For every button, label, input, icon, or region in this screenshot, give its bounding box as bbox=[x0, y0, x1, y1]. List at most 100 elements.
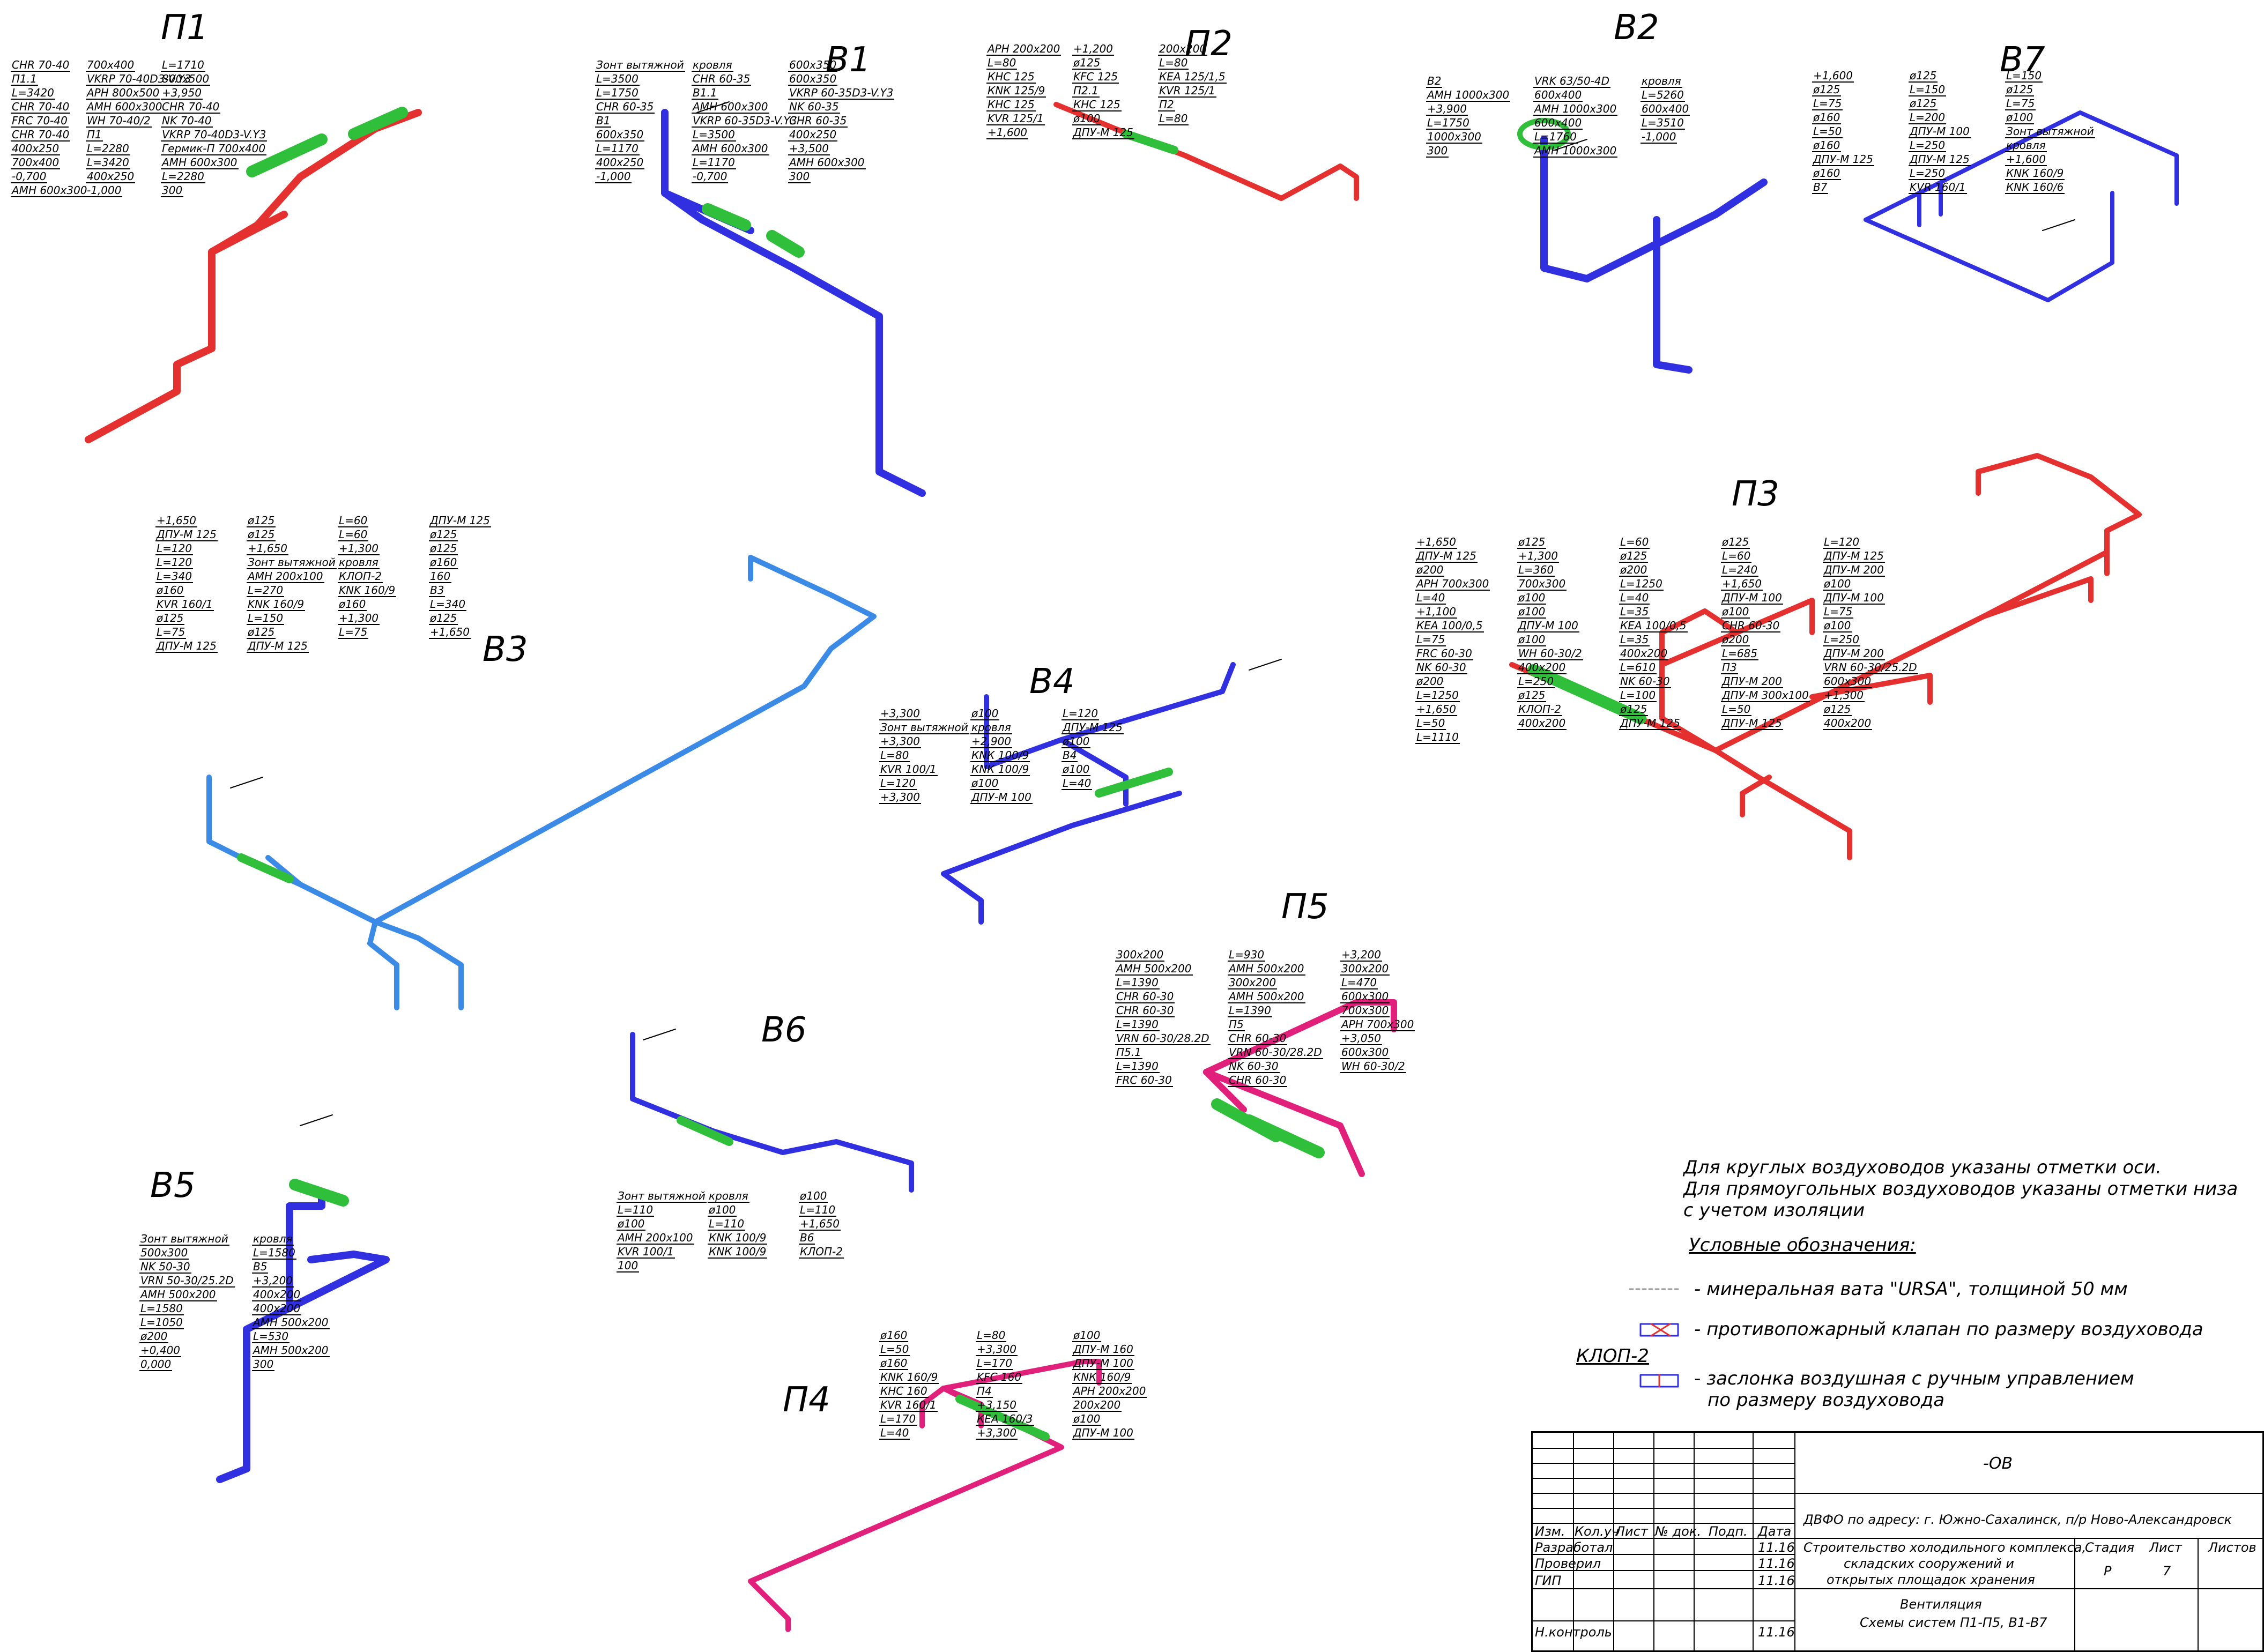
duct-label: КNК 100/9 bbox=[708, 1231, 768, 1245]
system-p2-ducts bbox=[1053, 102, 1359, 201]
duct-label: АМН 500х200 bbox=[252, 1344, 330, 1357]
duct-label: +1,300 bbox=[338, 542, 380, 555]
duct-label: 300 bbox=[1426, 144, 1449, 158]
duct-label: KVR 100/1 bbox=[617, 1245, 675, 1259]
duct-label: CHR 60-35 bbox=[595, 100, 655, 114]
duct-label: ø100 bbox=[2005, 111, 2035, 124]
duct-label: L=80 bbox=[986, 56, 1018, 70]
duct-label: 400x200 bbox=[1823, 717, 1873, 730]
duct-label: 400x200 bbox=[1619, 647, 1669, 660]
duct-label: L=3420 bbox=[86, 156, 130, 169]
duct-label: ø100 bbox=[1062, 735, 1091, 748]
tb-date-2: 11.16 bbox=[1758, 1556, 1795, 1571]
system-b2-ducts bbox=[1540, 136, 1768, 374]
system-b5-ducts bbox=[216, 1192, 390, 1483]
duct-label: 700x300 bbox=[1340, 1004, 1390, 1017]
duct-label: L=120 bbox=[1062, 707, 1100, 720]
duct-label: CHR 60-30 bbox=[1115, 1004, 1175, 1017]
system-p1-ducts bbox=[85, 109, 422, 443]
duct-label: кровля bbox=[2005, 139, 2047, 152]
title-p3: П3 bbox=[1732, 474, 1779, 514]
system-p1-fittings bbox=[246, 107, 408, 177]
duct-label: L=40 bbox=[1619, 591, 1650, 605]
duct-label: CHR 60-30 bbox=[1115, 990, 1175, 1003]
duct-label: АМН 1000х300 bbox=[1533, 144, 1618, 158]
duct-label: П3 bbox=[1721, 661, 1738, 674]
duct-label: АРН 700х300 bbox=[1415, 577, 1490, 591]
duct-label: КNК 125/9 bbox=[986, 84, 1046, 98]
duct-label: ø200 bbox=[139, 1330, 169, 1343]
duct-label: кровля bbox=[1641, 75, 1682, 88]
duct-label: NK 70-40 bbox=[161, 114, 213, 128]
duct-label: 300 bbox=[788, 170, 811, 183]
legend-title: Условные обозначения: bbox=[1689, 1234, 1916, 1256]
duct-label: кровля bbox=[692, 58, 733, 72]
duct-label: ДПУ-М 125 bbox=[1062, 721, 1124, 734]
duct-label: ø125 bbox=[1721, 535, 1750, 549]
duct-label: +3,200 bbox=[252, 1274, 294, 1288]
title-b2: В2 bbox=[1614, 8, 1659, 48]
duct-label: -0,700 bbox=[692, 170, 729, 183]
tb-role-3: ГИП bbox=[1535, 1573, 1562, 1588]
duct-label: L=35 bbox=[1619, 605, 1650, 619]
legend-manual-damper-2: по размеру воздуховода bbox=[1708, 1389, 1945, 1411]
duct-label: WH 70-40/2 bbox=[86, 114, 152, 128]
duct-label: ø100 bbox=[617, 1217, 646, 1231]
title-b6: В6 bbox=[761, 1010, 807, 1050]
duct-label: ДПУ-М 125 bbox=[155, 639, 218, 653]
title-b5: В5 bbox=[150, 1166, 196, 1205]
duct-label: CHR 60-35 bbox=[788, 114, 848, 128]
tb-h-podp: Подп. bbox=[1709, 1524, 1748, 1539]
duct-label: 600x350 bbox=[788, 72, 838, 86]
duct-label: Зонт вытяжной bbox=[595, 58, 685, 72]
duct-label: ø100 bbox=[970, 707, 1000, 720]
duct-label: КНС 125 bbox=[986, 70, 1036, 84]
system-p3-fittings bbox=[1527, 664, 1646, 724]
duct-label: L=40 bbox=[879, 1426, 910, 1440]
duct-label: В6 bbox=[799, 1231, 815, 1245]
duct-label: VRN 60-30/28.2D bbox=[1115, 1032, 1211, 1045]
duct-label: +3,200 bbox=[1340, 948, 1383, 962]
duct-label: L=1390 bbox=[1115, 976, 1160, 989]
duct-label: +3,500 bbox=[788, 142, 830, 155]
duct-label: Зонт вытяжной bbox=[139, 1232, 229, 1246]
duct-label: ДПУ-М 200 bbox=[1721, 675, 1783, 688]
duct-label: L=1750 bbox=[1426, 116, 1471, 130]
duct-label: ø100 bbox=[970, 777, 1000, 790]
duct-label: +1,650 bbox=[155, 514, 198, 527]
duct-label: 300 bbox=[161, 184, 184, 197]
duct-label: L=200 bbox=[1909, 111, 1947, 124]
duct-label: L=1390 bbox=[1115, 1060, 1160, 1073]
duct-label: KNK 160/9 bbox=[338, 584, 397, 597]
title-b3: В3 bbox=[483, 630, 528, 669]
duct-label: L=50 bbox=[1812, 125, 1843, 138]
duct-label: L=250 bbox=[1909, 167, 1947, 180]
duct-label: КЛОП-2 bbox=[338, 570, 383, 583]
duct-label: 600x400 bbox=[1641, 102, 1690, 116]
duct-label: КЛОП-2 bbox=[1517, 703, 1562, 716]
duct-label: ø125 bbox=[429, 542, 458, 555]
duct-label: ø125 bbox=[1812, 83, 1842, 96]
duct-label: ø125 bbox=[1517, 689, 1547, 702]
duct-label: L=120 bbox=[155, 556, 194, 569]
duct-label: 700x300 bbox=[1517, 577, 1567, 591]
duct-label: КНС 160 bbox=[879, 1385, 929, 1398]
duct-label: ø100 bbox=[1062, 763, 1091, 776]
duct-label: АМН 500х200 bbox=[139, 1288, 217, 1301]
duct-label: WH 60-30/2 bbox=[1340, 1060, 1406, 1073]
duct-label: АМН 200х100 bbox=[617, 1231, 694, 1245]
tb-sheets-h: Листов bbox=[2208, 1540, 2256, 1555]
duct-label: ø100 bbox=[1072, 1329, 1102, 1342]
duct-label: КЕА 100/0,5 bbox=[1619, 619, 1688, 632]
duct-label: ø100 bbox=[1517, 591, 1547, 605]
duct-label: 400x250 bbox=[86, 170, 136, 183]
tb-sheet-title-2: Схемы систем П1-П5, В1-В7 bbox=[1860, 1615, 2047, 1630]
tb-sheet-title-1: Вентиляция bbox=[1900, 1597, 1982, 1612]
duct-label: L=80 bbox=[1158, 112, 1189, 125]
duct-label: VKRP 70-40D3-V.Y3 bbox=[161, 128, 268, 142]
duct-label: L=1390 bbox=[1228, 1004, 1272, 1017]
duct-label: ø200 bbox=[1415, 563, 1445, 577]
duct-label: FRC 60-30 bbox=[1415, 647, 1473, 660]
duct-label: L=1250 bbox=[1619, 577, 1664, 591]
